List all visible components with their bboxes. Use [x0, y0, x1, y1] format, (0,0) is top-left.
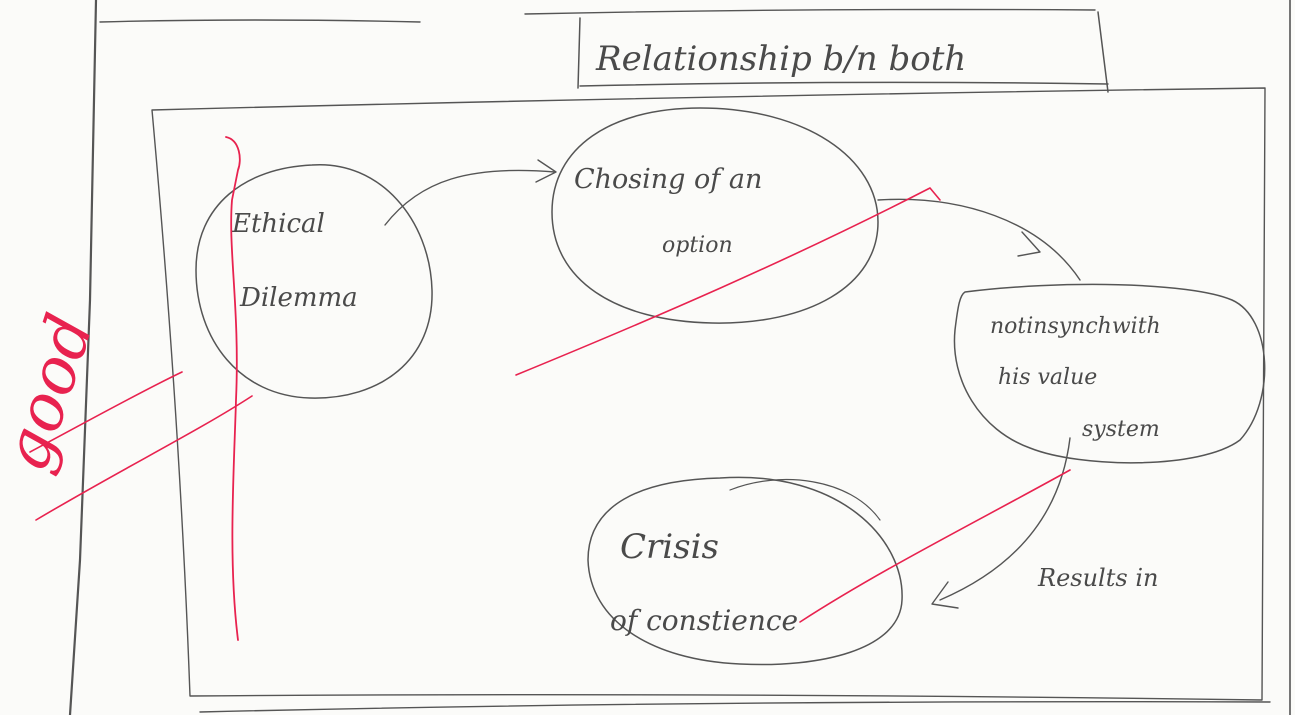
node-ethical-dilemma-line1: Ethical	[231, 209, 325, 239]
node-not-in-sync: notinsynchwith his value system	[953, 283, 1266, 464]
node-not-in-sync-line3: system	[1082, 417, 1160, 442]
edge-label-results-in: Results in	[1037, 564, 1158, 592]
node-not-in-sync-line1: notinsynchwith	[990, 314, 1161, 339]
heading-text: Relationship b/n both	[595, 39, 966, 79]
edge-not-in-sync-to-crisis	[931, 437, 1071, 609]
node-ethical-dilemma: Ethical Dilemma	[195, 164, 433, 399]
edge-dilemma-to-choosing	[384, 159, 557, 226]
diagram-frame	[151, 87, 1266, 701]
node-choosing-option-line2: option	[662, 233, 733, 258]
node-choosing-option-line1: Chosing of an	[574, 164, 762, 195]
node-crisis-line2: of constience	[610, 604, 798, 637]
node-ethical-dilemma-line2: Dilemma	[239, 283, 358, 313]
heading-box: Relationship b/n both	[577, 11, 1109, 93]
node-crisis-line1: Crisis	[620, 527, 719, 567]
grade-good: good	[0, 306, 108, 480]
node-not-in-sync-line2: his value	[998, 365, 1097, 390]
page-frame	[68, 0, 1291, 715]
node-crisis: Crisis of constience	[587, 476, 903, 666]
node-choosing-option: Chosing of an option	[551, 107, 879, 324]
edge-choosing-to-not-in-sync	[877, 198, 1081, 281]
